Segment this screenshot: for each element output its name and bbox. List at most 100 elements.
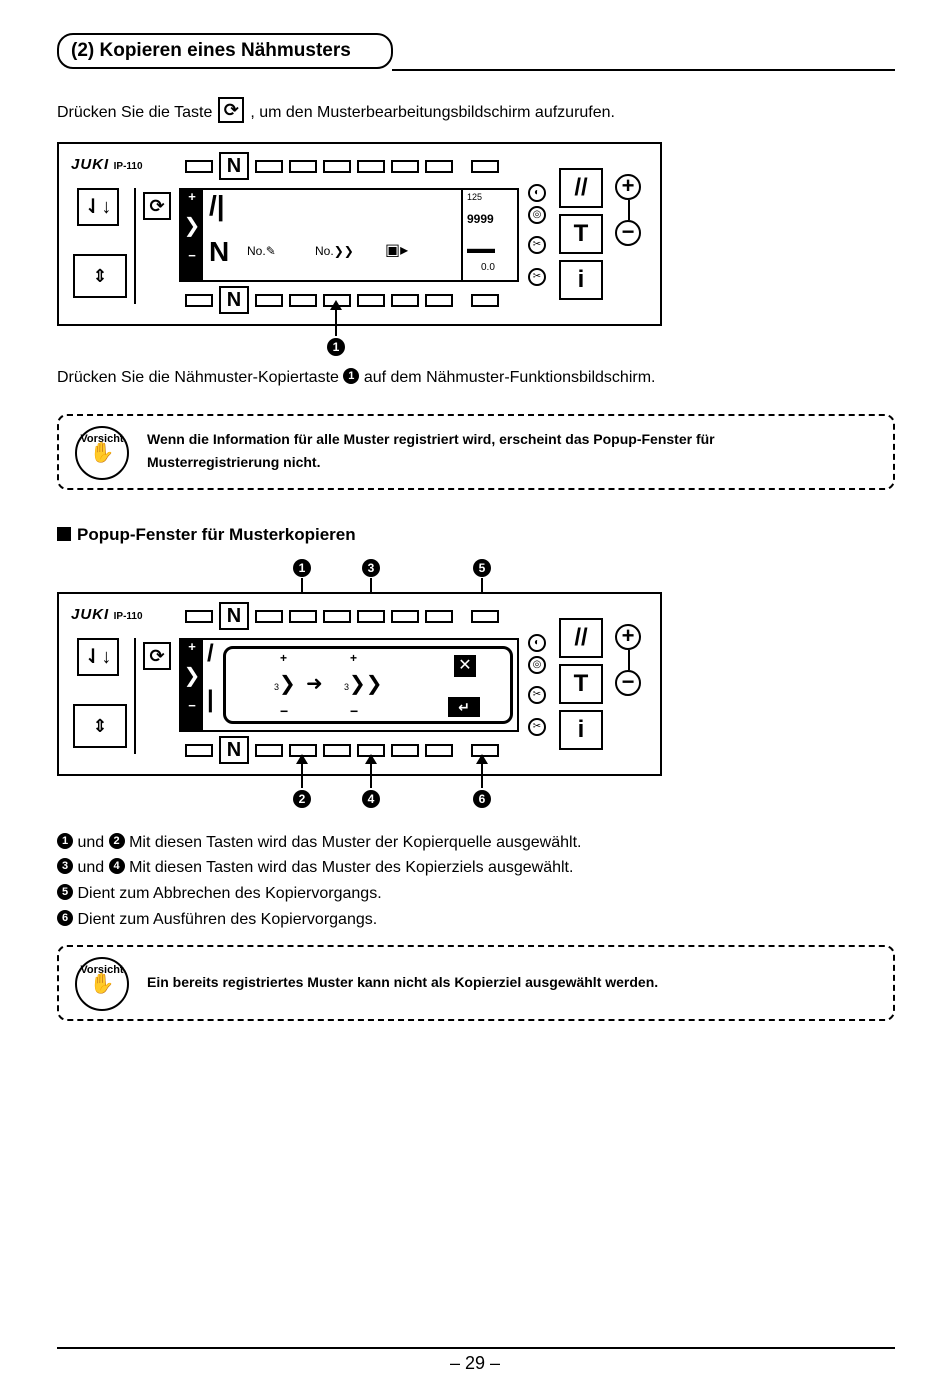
title-rule <box>392 69 895 71</box>
counter-top: 125 <box>467 192 483 202</box>
legend-marker: 3 <box>57 857 73 874</box>
thread-key[interactable]: T <box>559 664 603 704</box>
top-n-key[interactable]: N <box>219 602 249 630</box>
pattern-mark-top: / <box>207 640 214 667</box>
screen-divider <box>461 190 463 280</box>
pattern-copy-icon[interactable]: No.❯❯ <box>315 244 354 258</box>
ready-key[interactable]: ⇃↓ <box>77 638 119 676</box>
source-plus-label: + <box>280 651 288 665</box>
callout-1-top: 1 <box>293 559 311 577</box>
callout-6: 6 <box>473 790 491 808</box>
pattern-no-label-2: No. <box>315 244 334 258</box>
pattern-mark-bottom: | <box>207 686 214 713</box>
trimmer-icon: ✂ <box>528 236 546 254</box>
brand-label: JUKI <box>71 156 110 173</box>
top-slot-key-8[interactable] <box>471 160 499 173</box>
plus-button[interactable]: + <box>615 174 641 200</box>
top-slot-key-2[interactable] <box>255 610 283 623</box>
bobbin-icon: ◎ <box>528 656 546 674</box>
sewing-key[interactable]: ⇕ <box>73 254 127 298</box>
caution-box-1: Vorsicht ✋ Wenn die Information für alle… <box>57 414 895 490</box>
intro-text-after: , um den Musterbearbeitungsbildschirm au… <box>250 104 615 122</box>
top-slot-key-5[interactable] <box>357 160 385 173</box>
thread-tension-icon: ◐ <box>528 634 546 652</box>
plus-button[interactable]: + <box>615 624 641 650</box>
callout-2-arrow <box>296 754 308 764</box>
instruction-paragraph: Drücken Sie die Nähmuster-Kopiertaste 1 … <box>57 367 655 388</box>
bottom-slot-key-8[interactable] <box>471 294 499 307</box>
bottom-slot-key-6[interactable] <box>391 744 419 757</box>
bottom-slot-key-1[interactable] <box>185 744 213 757</box>
top-slot-key-6[interactable] <box>391 160 419 173</box>
minus-button[interactable]: − <box>615 220 641 246</box>
pattern-switch-key[interactable]: ⟳ <box>143 192 171 220</box>
top-slot-key-1[interactable] <box>185 160 213 173</box>
cancel-icon[interactable]: ✕ <box>454 655 476 677</box>
panel-divider <box>134 188 136 304</box>
bottom-slot-key-2[interactable] <box>255 744 283 757</box>
panel-divider <box>134 638 136 754</box>
target-plus-key[interactable] <box>357 610 385 623</box>
pattern-arrow-icon: ❯ <box>183 215 201 237</box>
callout-6-line <box>481 764 483 788</box>
pattern-switch-key[interactable]: ⟳ <box>143 642 171 670</box>
callout-3-line <box>370 578 372 598</box>
top-slot-key-7[interactable] <box>425 160 453 173</box>
bottom-n-key[interactable]: N <box>219 736 249 764</box>
top-n-key[interactable]: N <box>219 152 249 180</box>
info-key[interactable]: i <box>559 710 603 750</box>
legend-item-4: 6 Dient zum Ausführen des Kopiervorgangs… <box>57 909 377 930</box>
square-bullet-icon <box>57 526 71 541</box>
bottom-slot-key-7[interactable] <box>425 294 453 307</box>
pattern-no-label-1: No. <box>247 244 266 258</box>
copy-popup: + + 3❯ ➜ 3❯❯ − − ✕ ↵ <box>223 646 513 724</box>
info-key[interactable]: i <box>559 260 603 300</box>
top-slot-key-2[interactable] <box>255 160 283 173</box>
top-slot-key-1[interactable] <box>185 610 213 623</box>
reset-key[interactable]: // <box>559 168 603 208</box>
legend-item-1: 1 und 2 Mit diesen Tasten wird das Muste… <box>57 832 581 853</box>
mode-plus: + <box>188 189 196 204</box>
model-label: IP-110 <box>113 161 143 172</box>
top-slot-key-4[interactable] <box>323 160 351 173</box>
callout-2: 2 <box>293 790 311 808</box>
ready-key[interactable]: ⇃↓ <box>77 188 119 226</box>
bottom-slot-key-4[interactable] <box>323 744 351 757</box>
thread-key[interactable]: T <box>559 214 603 254</box>
legend-conjunction: und <box>77 834 105 851</box>
bottom-slot-key-2[interactable] <box>255 294 283 307</box>
legend-conjunction: und <box>77 859 105 876</box>
bottom-slot-key-6[interactable] <box>391 294 419 307</box>
top-slot-key-3[interactable] <box>289 160 317 173</box>
bottom-slot-key-5[interactable] <box>357 294 385 307</box>
pattern-register-icon[interactable]: No.✎ <box>247 244 276 258</box>
enter-icon[interactable]: ↵ <box>448 697 480 717</box>
mode-minus: − <box>188 698 196 713</box>
juki-logo-2: JUKI IP-110 <box>71 606 143 624</box>
reset-key[interactable]: // <box>559 618 603 658</box>
top-slot-key-6[interactable] <box>391 610 419 623</box>
instruction-text-before: Drücken Sie die Nähmuster-Kopiertaste <box>57 369 339 386</box>
trimmer-off-icon: ✂ <box>528 718 546 736</box>
bottom-n-key[interactable]: N <box>219 286 249 314</box>
cancel-key[interactable] <box>471 610 499 623</box>
top-slot-key-4[interactable] <box>323 610 351 623</box>
target-pattern-icon: 3❯❯ <box>344 673 383 695</box>
sewing-key[interactable]: ⇕ <box>73 704 127 748</box>
caution-badge-label-1: Vorsicht <box>80 433 124 445</box>
minus-button[interactable]: − <box>615 670 641 696</box>
bottom-slot-key-1[interactable] <box>185 294 213 307</box>
popup-heading-text: Popup-Fenster für Musterkopieren <box>77 525 356 544</box>
legend-marker: 4 <box>108 857 125 874</box>
bottom-slot-key-3[interactable] <box>289 294 317 307</box>
top-slot-key-7[interactable] <box>425 610 453 623</box>
legend-text: Mit diesen Tasten wird das Muster des Ko… <box>129 859 574 876</box>
bottom-slot-key-7[interactable] <box>425 744 453 757</box>
pattern-delete-icon[interactable]: ▣▸ <box>385 242 409 259</box>
mode-strip: + ❯ − <box>181 190 203 280</box>
plus-minus-connector <box>628 650 630 670</box>
lcd-screen-1: + ❯ − /| N No.✎ No.❯❯ ▣▸ 125 9999 ▬▬ 0.0 <box>179 188 519 282</box>
source-plus-key[interactable] <box>289 610 317 623</box>
juki-logo: JUKI IP-110 <box>71 156 143 174</box>
brand-label-2: JUKI <box>71 606 110 623</box>
